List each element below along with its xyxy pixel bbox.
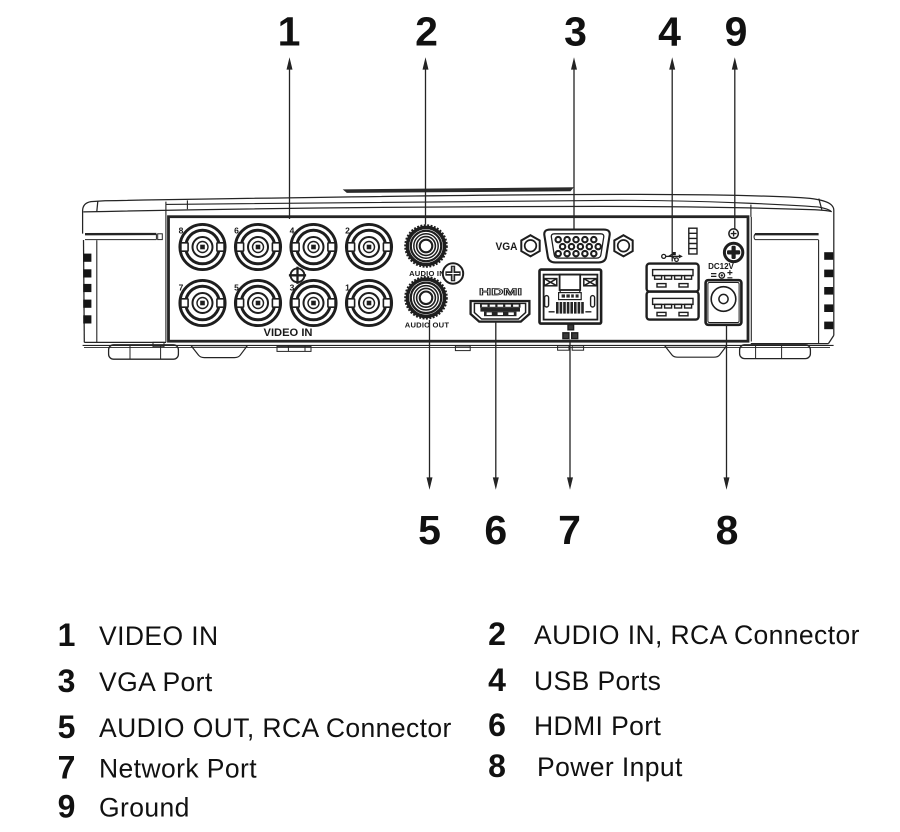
svg-text:AUDIO OUT, RCA Connector: AUDIO OUT, RCA Connector [99,713,452,743]
svg-text:VIDEO IN: VIDEO IN [264,327,313,339]
svg-text:7: 7 [179,283,184,293]
svg-text:6: 6 [234,226,239,236]
svg-text:6: 6 [484,507,507,553]
svg-text:AUDIO IN, RCA Connector: AUDIO IN, RCA Connector [534,620,860,650]
svg-text:5: 5 [418,507,441,553]
svg-text:5: 5 [58,709,76,745]
svg-text:2: 2 [345,226,350,236]
svg-text:VGA Port: VGA Port [99,667,213,697]
svg-text:8: 8 [488,748,506,784]
svg-text:4: 4 [488,662,506,698]
svg-text:AUDIO OUT: AUDIO OUT [405,320,450,329]
svg-text:1: 1 [58,617,76,653]
svg-text:3: 3 [564,9,587,55]
svg-text:1: 1 [278,9,301,55]
svg-text:6: 6 [488,707,506,743]
svg-text:9: 9 [725,9,748,55]
svg-text:Ground: Ground [99,793,190,823]
svg-text:1: 1 [345,283,350,293]
svg-text:HDMI Port: HDMI Port [534,711,662,741]
svg-text:AUDIO IN: AUDIO IN [409,269,445,278]
svg-text:DC12V: DC12V [708,262,734,271]
svg-text:USB Ports: USB Ports [534,666,661,696]
svg-text:Network Port: Network Port [99,754,257,784]
svg-text:4: 4 [658,9,681,55]
svg-text:Power Input: Power Input [537,752,683,782]
svg-text:3: 3 [290,283,295,293]
svg-text:4: 4 [290,226,295,236]
svg-text:3: 3 [58,663,76,699]
svg-text:VGA: VGA [496,241,518,253]
svg-text:9: 9 [58,789,76,825]
svg-text:7: 7 [58,750,76,786]
svg-text:VIDEO IN: VIDEO IN [99,621,219,651]
svg-text:5: 5 [234,283,239,293]
svg-text:7: 7 [558,507,581,553]
svg-text:8: 8 [716,507,739,553]
svg-text:HDMI: HDMI [479,287,522,298]
svg-text:8: 8 [179,226,184,236]
svg-text:2: 2 [415,9,438,55]
svg-text:2: 2 [488,616,506,652]
